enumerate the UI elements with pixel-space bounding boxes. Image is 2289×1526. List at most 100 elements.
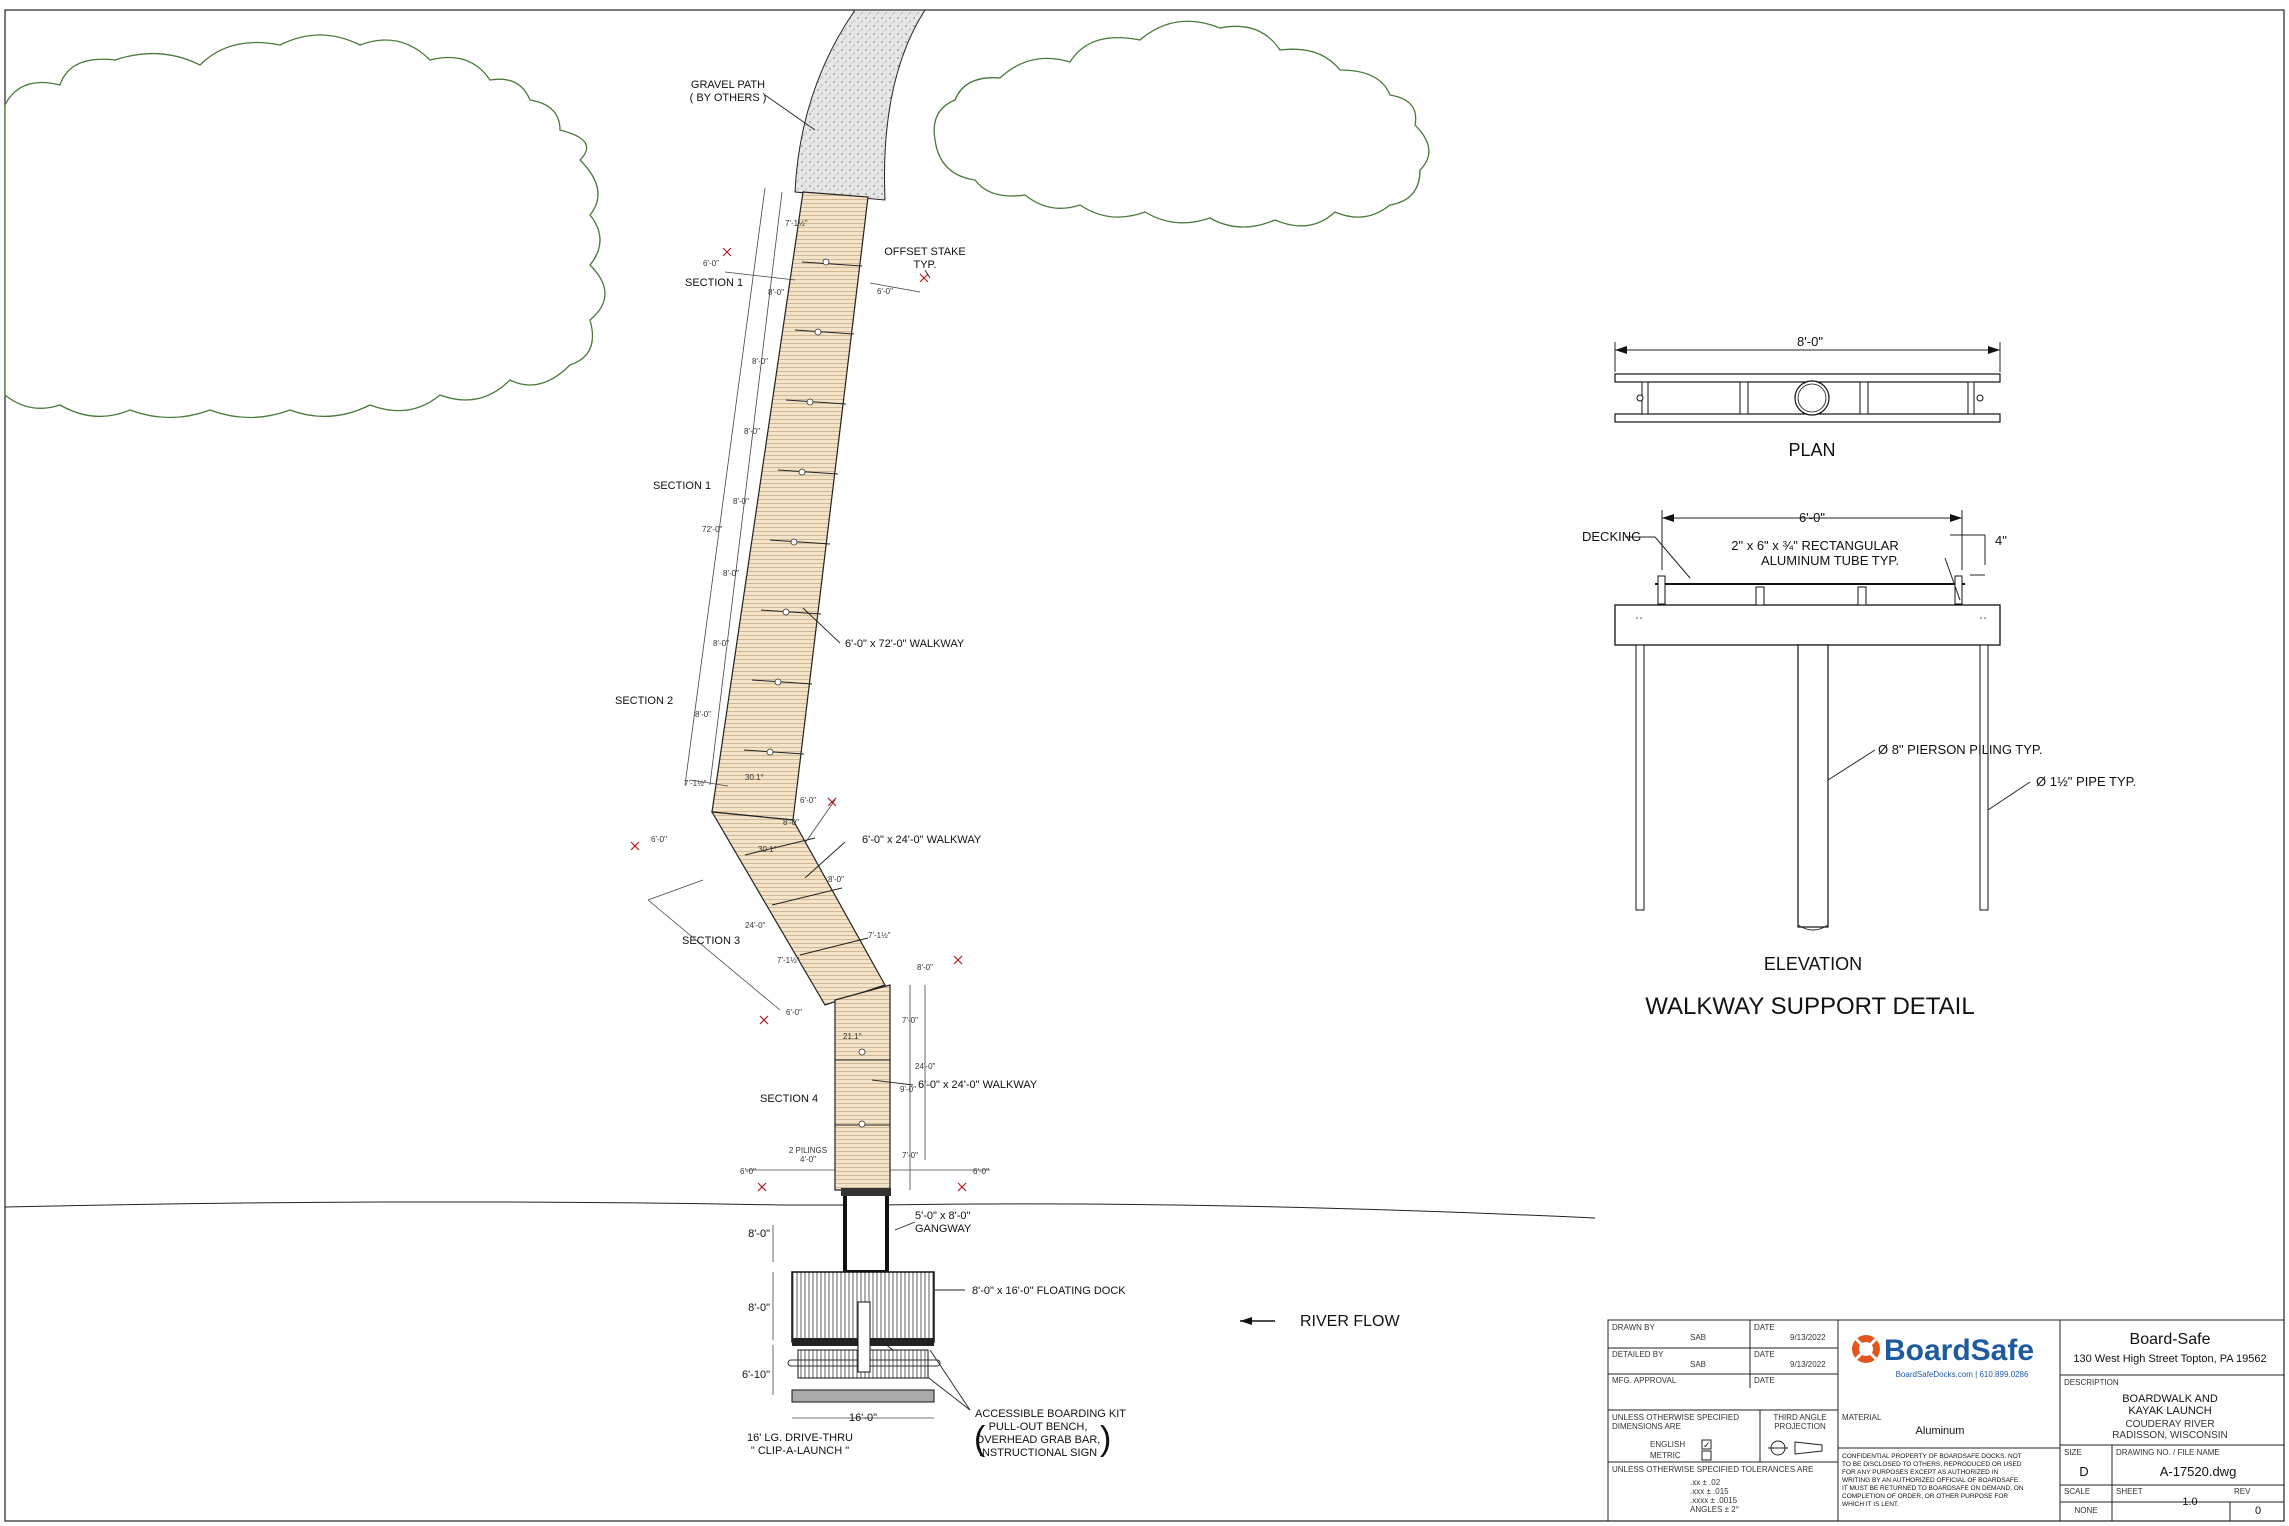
tb-projection-2: PROJECTION [1774,1422,1826,1431]
label-river-flow: RIVER FLOW [1300,1313,1400,1330]
svg-text:(: ( [974,1420,986,1458]
dim-7-1-top: 7'-1½" [785,219,808,228]
tb-units-label: UNLESS OTHERWISE SPECIFIED [1612,1413,1739,1422]
detail-four-in: 4" [1995,533,2007,548]
dim-9-0: 9'-0" [900,1085,916,1094]
dim-7-0-a: 7'-0" [902,1016,918,1025]
dim-angle-30: 30.1° [745,773,764,782]
tb-brand: BoardSafe [1884,1334,2034,1367]
dim-8-0-s3a: 8'-0" [783,818,799,827]
tb-tol-1: .xx ± .02 [1690,1478,1721,1487]
tb-tolerances-label: UNLESS OTHERWISE SPECIFIED TOLERANCES AR… [1612,1465,1813,1474]
walkway-frames [743,261,890,1126]
tb-description-2: KAYAK LAUNCH [2128,1405,2211,1417]
detail-elev-dim: 6'-0" [1799,510,1825,525]
label-walkway-72: 6'-0" x 72'-0" WALKWAY [845,638,965,650]
detail-tube-sub: ALUMINUM TUBE TYP. [1761,553,1899,568]
label-two-pilings-dim: 4'-0" [800,1155,816,1164]
gravel-path [794,9,926,201]
svg-text:): ) [1100,1420,1111,1458]
dock-dimensions [772,1225,934,1419]
dim-6-0-offset: 6'-0" [877,287,893,296]
tb-location-1: COUDERAY RIVER [2125,1419,2214,1430]
label-gravel-path-sub: ( BY OTHERS ) [690,92,767,104]
tb-detailed-date: 9/13/2022 [1790,1360,1826,1369]
label-two-pilings: 2 PILINGS [789,1146,827,1155]
svg-text:✓: ✓ [1703,1440,1711,1450]
tb-size-label: SIZE [2064,1448,2082,1457]
label-gangway: GANGWAY [915,1223,972,1235]
label-section-1-top: SECTION 1 [685,277,743,289]
title-block [1607,1319,2285,1522]
tb-sheet-label: SHEET [2116,1487,2143,1496]
tb-mfg-date-label: DATE [1754,1376,1775,1385]
tb-drawn-date: 9/13/2022 [1790,1333,1826,1342]
label-floating-dock: 8'-0" x 16'-0" FLOATING DOCK [972,1285,1126,1297]
river-shoreline [4,1201,1596,1219]
label-boarding-kit: ACCESSIBLE BOARDING KIT [975,1408,1126,1420]
dim-24-0-s3: 24'-0" [745,921,766,930]
tb-rev-label: REV [2234,1487,2251,1496]
tb-drawn-by-label: DRAWN BY [1612,1323,1655,1332]
tb-material-label: MATERIAL [1842,1413,1882,1422]
dim-8-0-dock: 8'-0" [748,1302,770,1314]
detail-title: WALKWAY SUPPORT DETAIL [1645,993,1974,1020]
piling-markers [766,258,866,1128]
dim-8-0-e: 8'-0" [723,569,739,578]
tb-company: Board-Safe [2130,1331,2211,1348]
dim-6-0-s4a: 6'-0" [786,1008,802,1017]
boardsafe-logo [1852,1335,1880,1363]
river-flow-arrow [1240,1317,1275,1325]
detail-tube: 2" x 6" x ¾" RECTANGULAR [1731,538,1898,553]
label-section-2: SECTION 2 [615,695,673,707]
tb-location-2: RADISSON, WISCONSIN [2112,1430,2228,1441]
walkway-section-4 [834,984,891,1191]
label-gravel-path: GRAVEL PATH [691,79,765,91]
tb-scale: NONE [2074,1506,2097,1515]
dim-7-0-b: 7'-0" [902,1151,918,1160]
dim-8-0-gangway: 8'-0" [748,1228,770,1240]
label-clip-a-launch: " CLIP-A-LAUNCH " [751,1445,849,1457]
svg-text:FOR ANY PURPOSES EXCEPT AS AUT: FOR ANY PURPOSES EXCEPT AS AUTHORIZED IN [1842,1469,1998,1476]
label-walkway-24b: 6'-0" x 24'-0" WALKWAY [918,1079,1038,1091]
tb-drawn-by: SAB [1690,1333,1706,1342]
clip-a-launch [791,1389,935,1403]
tb-sheet: 1.0 [2182,1496,2197,1508]
dim-6-0-shore-r: 6'-0" [973,1167,989,1176]
offset-stakes [630,247,967,1192]
tb-description-label: DESCRIPTION [2064,1378,2119,1387]
tb-tol-2: .xxx ± .015 [1690,1487,1729,1496]
label-offset-stake: OFFSET STAKE [884,246,966,258]
dim-angle-21: 21.1° [843,1032,862,1041]
label-boarding-kit-3: OVERHEAD GRAB BAR, [976,1434,1101,1446]
elevation-view [1614,510,2031,931]
label-section-3: SECTION 3 [682,935,740,947]
dim-72-0: 72'-0" [702,525,723,534]
tb-description-1: BOARDWALK AND [2122,1393,2218,1405]
label-gangway-size: 5'-0" x 8'-0" [915,1210,971,1222]
dim-8-0-d: 8'-0" [733,497,749,506]
dim-8-0-b: 8'-0" [752,357,768,366]
dim-8-0-s3b: 8'-0" [828,875,844,884]
tree-line-left [4,34,606,419]
label-boarding-kit-2: PULL-OUT BENCH, [989,1421,1088,1433]
label-offset-stake-sub: TYP. [913,259,936,271]
dim-8-0-s3c: 8'-0" [917,963,933,972]
tb-drawing-no-label: DRAWING NO. / FILE NAME [2116,1448,2220,1457]
sheet-border [4,9,2285,1522]
detail-decking: DECKING [1582,529,1641,544]
walkway-section-3 [710,811,886,1006]
detail-pipe: Ø 1½" PIPE TYP. [2036,774,2136,789]
tb-english: ENGLISH [1650,1440,1685,1449]
tb-tol-4: ANGLES ± 2° [1690,1505,1739,1514]
tb-metric: METRIC [1650,1451,1681,1460]
dim-6-0-shore-l: 6'-0" [740,1167,756,1176]
tb-detailed-by-label: DETAILED BY [1612,1350,1664,1359]
tb-rev: 0 [2255,1505,2261,1517]
label-drive-thru: 16' LG. DRIVE-THRU [747,1432,853,1444]
detail-plan-label: PLAN [1788,440,1835,460]
tb-brand-sub: BoardSafeDocks.com | 610.899.0286 [1896,1370,2029,1379]
tb-size: D [2079,1464,2088,1479]
tb-address: 130 West High Street Topton, PA 19562 [2073,1353,2266,1365]
